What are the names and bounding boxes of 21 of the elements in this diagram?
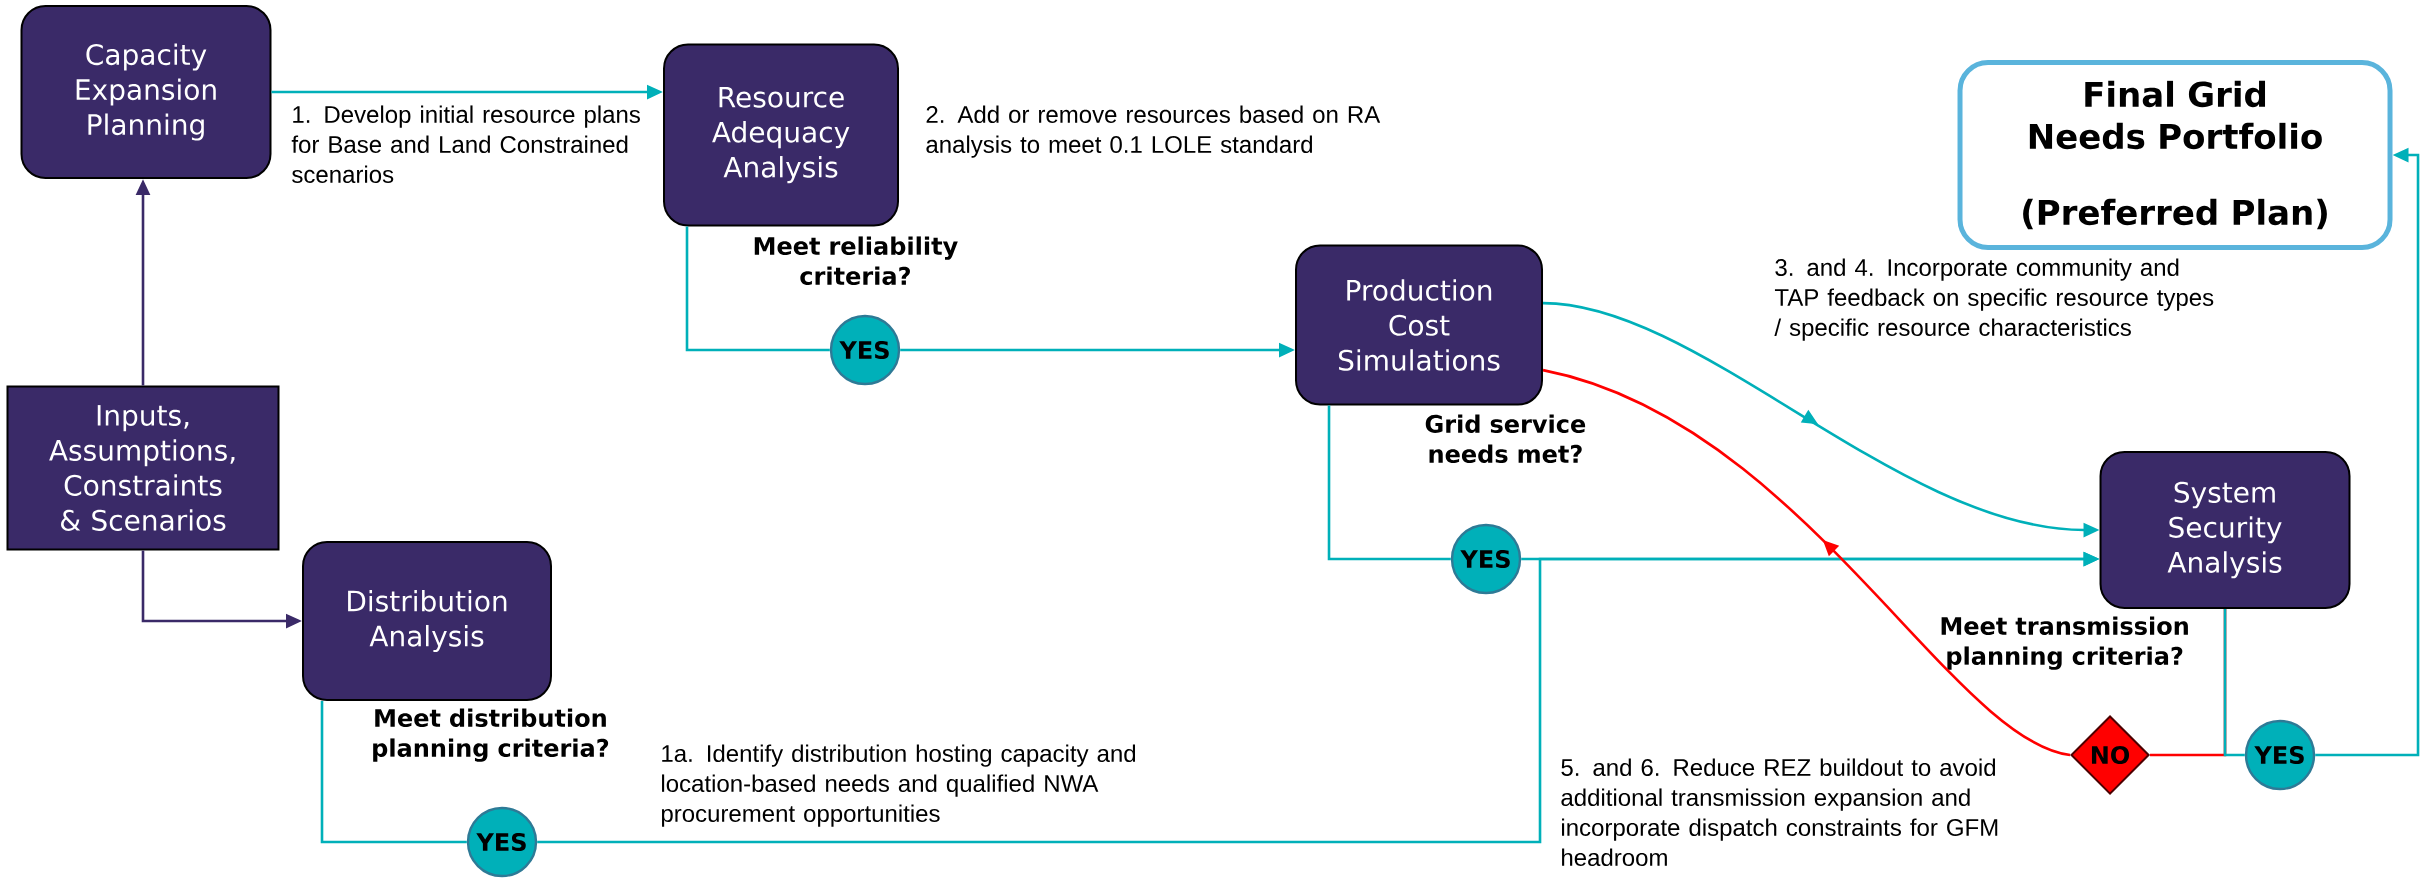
connector-line xyxy=(320,701,467,844)
question-text: Meet transmission planning criteria? xyxy=(1941,616,2188,670)
connector-line xyxy=(685,226,830,352)
step-note: 5. and 6. Reduce REZ buildout to avoid additional transmission expansion and incorporate dispatch constraints for GFM headroom xyxy=(1561,758,1998,866)
process-box: Capacity Expansion Planning xyxy=(20,5,272,179)
process-box: Production Cost Simulations xyxy=(1295,244,1543,406)
connector-line xyxy=(1327,405,1451,561)
question-text: Grid service needs met? xyxy=(1425,414,1586,463)
step-note: 1. Develop initial resource plans for Base and Land Constrained scenarios xyxy=(291,105,640,183)
step-note: 3. and 4. Incorporate community and TAP feedback on specific resource types / specific resource characteristics xyxy=(1774,258,2214,341)
process-box: System Security Analysis xyxy=(2099,451,2351,609)
process-box: Distribution Analysis xyxy=(302,541,552,701)
step-note: 1a. Identify distribution hosting capacity and location-based needs and qualified NWA procurement opportunities xyxy=(661,744,1136,827)
question-text: Meet distribution planning criteria? xyxy=(373,708,609,762)
question-text: Meet reliability criteria? xyxy=(754,236,958,285)
arrow xyxy=(1542,368,2071,757)
process-box: Resource Adequacy Analysis xyxy=(663,43,899,227)
step-note: 2. Add or remove resources based on RA analysis to meet 0.1 LOLE standard xyxy=(926,105,1381,158)
input-box: Inputs, Assumptions, Constraints & Scenarios xyxy=(6,385,280,551)
result-box: Final Grid Needs Portfolio (Preferred Plan) xyxy=(1957,60,2393,250)
connector-line xyxy=(2223,609,2245,757)
